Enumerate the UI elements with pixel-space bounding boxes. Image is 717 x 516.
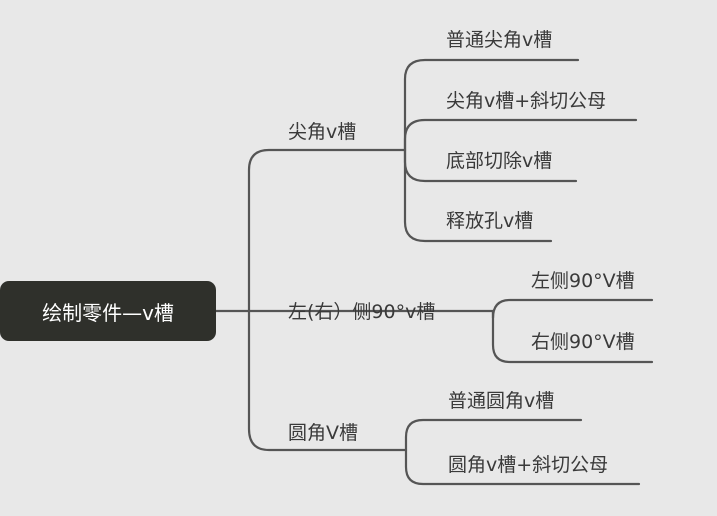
- leaf-label[interactable]: 尖角v槽+斜切公母: [446, 90, 607, 112]
- branch-2-connector-2: [491, 309, 654, 364]
- branch-label-sharp-v-groove[interactable]: 尖角v槽: [288, 121, 357, 143]
- branch-1-connector-1: [403, 58, 580, 152]
- branch-3-connector-1: [404, 418, 583, 452]
- branch-1-connector-4: [403, 148, 553, 243]
- leaf-label[interactable]: 释放孔v槽: [446, 210, 534, 232]
- leaf-label[interactable]: 普通圆角v槽: [448, 390, 555, 412]
- root-label: 绘制零件—v槽: [42, 300, 174, 325]
- leaf-label[interactable]: 左侧90°V槽: [531, 270, 635, 292]
- leaf-label[interactable]: 普通尖角v槽: [446, 29, 553, 51]
- leaf-label[interactable]: 底部切除v槽: [446, 150, 553, 172]
- branch-label-side-90-v-groove[interactable]: 左(右）侧90°v槽: [288, 301, 436, 323]
- branch-2-connector-1: [491, 298, 654, 319]
- root-node[interactable]: 绘制零件—v槽: [0, 281, 216, 341]
- leaf-label[interactable]: 圆角v槽+斜切公母: [448, 454, 609, 476]
- branch-label-round-v-groove[interactable]: 圆角V槽: [288, 422, 358, 444]
- branch-1-connector-2: [403, 118, 638, 152]
- trunk-to-branch-1: [247, 148, 407, 313]
- trunk-to-branch-3: [247, 309, 408, 452]
- leaf-label[interactable]: 右侧90°V槽: [531, 331, 635, 353]
- branch-3-connector-2: [404, 448, 641, 486]
